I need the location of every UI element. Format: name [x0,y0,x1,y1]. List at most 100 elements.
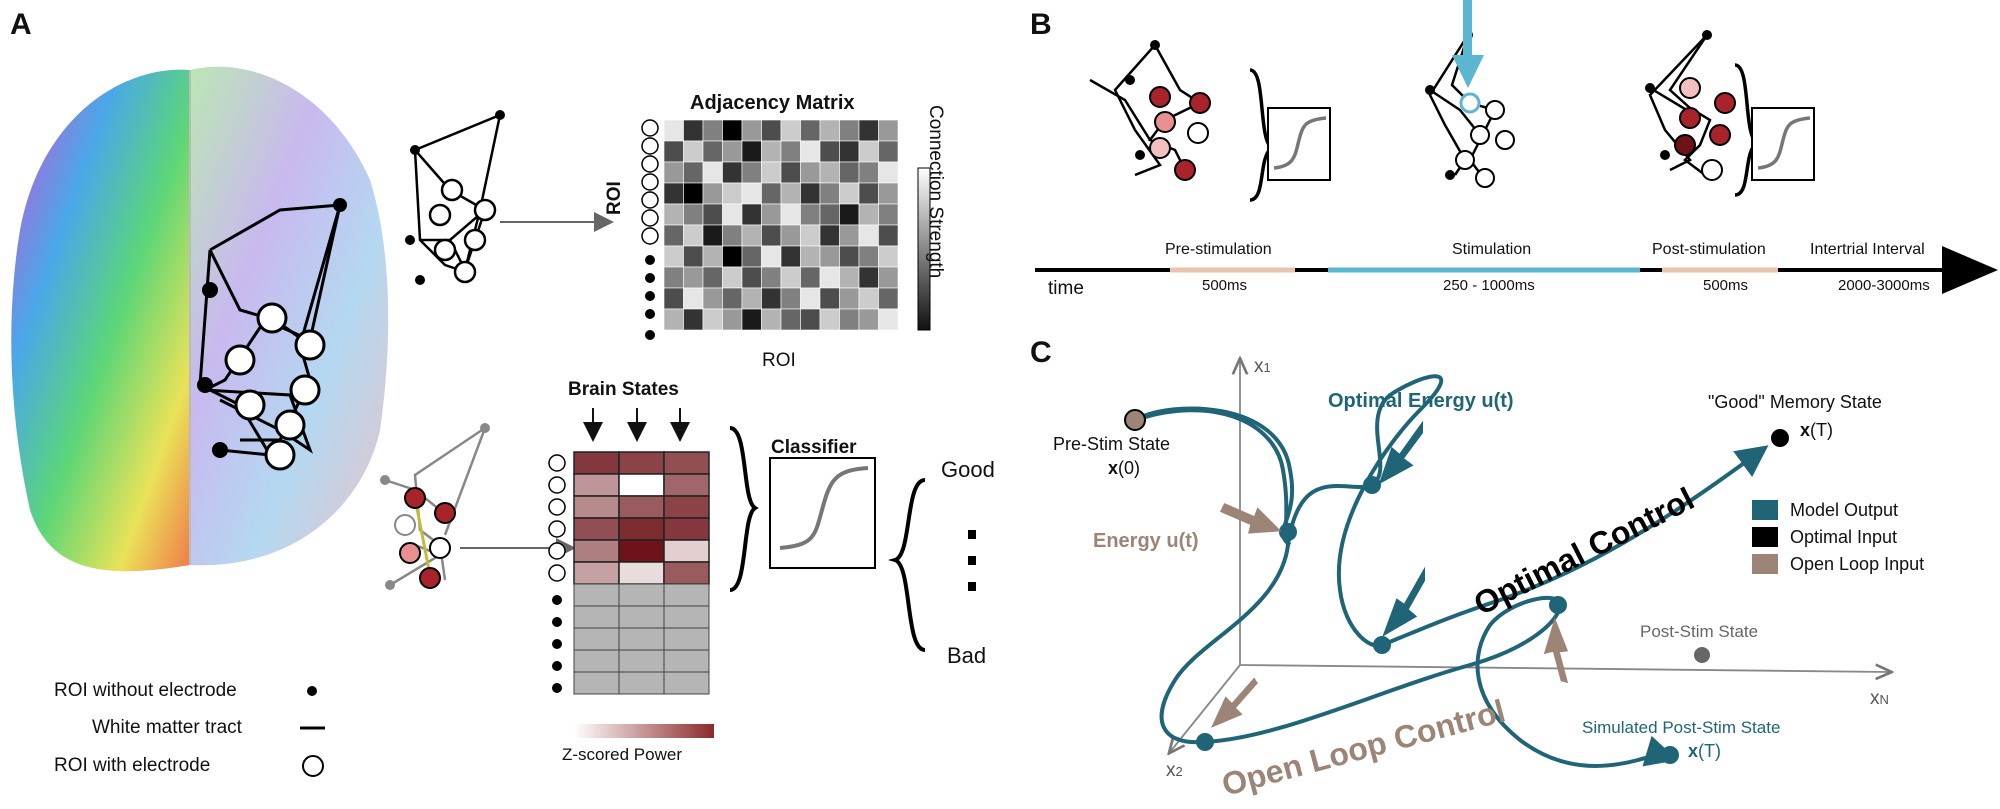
highlighted-tract [413,497,432,576]
poststim-sigmoid [1757,116,1811,170]
energy-var: u(t) [1166,530,1199,552]
good-memory-state-marker [1771,429,1789,447]
brain-network-nodes [197,198,347,471]
axis-xn-label: xN [1870,688,1889,710]
good-memory-state-var: x(T) [1800,420,1833,441]
good-label: Good [941,457,995,482]
open-circle-icon [302,755,324,777]
sim-x: x [1688,741,1699,761]
panel-c-label: C [1030,336,1052,369]
trajectory-node-2 [1363,476,1381,494]
phase-prestim-label: Pre-stimulation [1165,241,1272,258]
optimal-energy-text: Optimal Energy [1328,390,1482,412]
pre-stim-state-marker [1124,409,1146,431]
adjacency-cell [878,308,899,331]
brain-states-title: Brain States [568,379,679,400]
legend-roi-without-electrode: ROI without electrode [54,680,237,701]
classifier-sigmoid [779,466,869,550]
simulated-post-stim-label: Simulated Post-Stim State [1582,718,1781,737]
trajectory-node-4 [1549,596,1567,614]
axis-x2-symbol: x [1166,760,1176,781]
trajectory-node-1 [1279,523,1297,541]
phase-iti-duration: 2000-3000ms [1838,277,1930,294]
filled-dot-icon [307,686,317,696]
lower-network-nodes [380,423,490,590]
optimal-energy-label: Optimal Energy u(t) [1328,390,1514,413]
connection-strength-colorbar [917,167,931,331]
post-stim-state-label: Post-Stim State [1640,622,1759,641]
brace-right-classifier [888,478,926,652]
pre-stim-x: x [1108,458,1119,478]
adjacency-matrix-title: Adjacency Matrix [690,92,855,114]
pre-stim-arg: (0) [1118,458,1141,478]
zscored-power-colorbar [574,724,714,738]
stim-network-nodes [1425,30,1515,188]
zscored-power-label: Z-scored Power [562,745,682,764]
bad-label: Bad [947,643,987,668]
legend-model-output-swatch [1752,500,1778,520]
pre-stim-state-label: Pre-Stim State [1053,434,1171,454]
state-space-axes [1170,360,1890,752]
optimal-input-arrows [1378,420,1425,637]
legend-roi-with-electrode: ROI with electrode [54,755,211,776]
axis-x2-label: x2 [1166,760,1183,782]
simulated-post-stim-marker [1661,746,1679,764]
energy-text: Energy [1093,530,1167,552]
brain-state-arrows [583,408,690,442]
axis-x1-label: x1 [1254,356,1271,378]
trajectory-node-5 [1196,733,1214,751]
sim-arg: (T) [1698,741,1721,761]
panel-b-label: B [1030,8,1052,41]
brain-state-matrix [573,451,710,695]
phase-poststim-duration: 500ms [1703,277,1749,294]
time-label: time [1048,278,1084,299]
adjacency-roi-x-label: ROI [762,350,796,371]
prestim-sigmoid [1273,116,1327,170]
poststim-network-nodes [1645,30,1736,181]
adjacency-row-markers [641,119,659,340]
good-arg: (T) [1810,420,1833,440]
good-memory-state-label: "Good" Memory State [1708,392,1882,412]
axis-xn-symbol: x [1870,688,1880,709]
legend-model-output-label: Model Output [1790,500,1899,520]
brain-image [11,66,389,572]
legend-white-matter-tract: White matter tract [92,717,242,738]
brain-state-inactive-cell [663,671,710,695]
legend-open-loop-input-label: Open Loop Input [1790,554,1925,574]
phase-stim-duration: 250 - 1000ms [1443,277,1535,294]
phase-poststim-label: Post-stimulation [1652,241,1766,258]
classifier-title: Classifier [771,437,857,458]
phase-stim-label: Stimulation [1452,241,1532,258]
pre-stim-state-var: x(0) [1108,458,1140,479]
optimal-energy-var: u(t) [1481,390,1514,412]
open-loop-input-arrows [1211,503,1569,728]
axis-x1-symbol: x [1254,356,1264,377]
phase-prestim-duration: 500ms [1202,277,1248,294]
phase-iti-label: Intertrial Interval [1810,241,1925,258]
upper-network-nodes [405,110,505,285]
brain-state-row-markers [548,454,566,693]
adjacency-matrix [663,119,899,331]
legend-optimal-input-label: Optimal Input [1790,527,1898,547]
panel-a-label: A [10,8,32,41]
optimal-curve [1134,408,1290,546]
good-x: x [1800,420,1811,440]
legend-open-loop-input-swatch [1752,554,1778,574]
open-loop-curve [1159,544,1678,768]
optimal-path-main [1135,399,1760,742]
brace-left-classifier [729,426,759,592]
post-stim-state-marker [1694,647,1710,663]
legend-optimal-input-swatch [1752,527,1778,547]
axis-xn-subscript: N [1879,692,1889,707]
ellipsis-dots [968,530,976,591]
prestim-network-nodes [1125,40,1211,181]
simulated-post-stim-var: x(T) [1688,741,1721,762]
axis-x2-subscript: 2 [1175,764,1183,779]
trajectory-node-3 [1373,636,1391,654]
axis-x1-subscript: 1 [1263,360,1271,375]
energy-label: Energy u(t) [1093,530,1199,553]
stimulation-arrow-icon [1452,0,1484,88]
